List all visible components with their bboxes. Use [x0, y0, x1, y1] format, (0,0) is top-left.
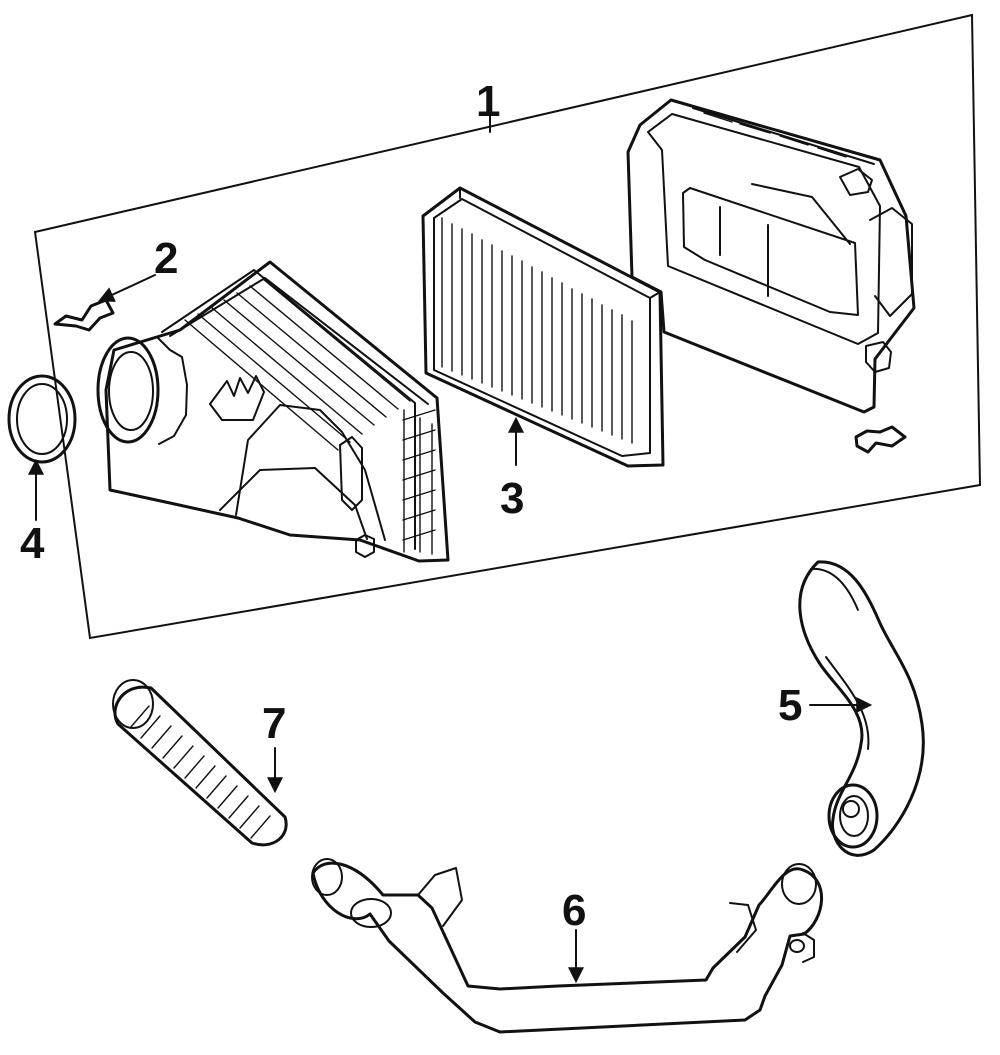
- air-filter: [421, 186, 665, 468]
- gasket-ring: [7, 374, 77, 464]
- air-cleaner-lower-housing: [626, 98, 916, 414]
- callout-3: 3: [500, 474, 524, 523]
- callout-1: 1: [476, 77, 500, 126]
- air-cleaner-intake-housing: [96, 260, 450, 563]
- callout-4: 4: [20, 519, 45, 568]
- small-clip: [854, 425, 907, 454]
- callout-2: 2: [154, 234, 178, 283]
- callout-5: 5: [778, 681, 802, 730]
- intake-hose-corrugated: [112, 679, 288, 847]
- intake-hose-upper: [798, 560, 925, 857]
- callout-7: 7: [262, 699, 286, 748]
- clip-part: [53, 298, 115, 332]
- callout-2-leader: [98, 274, 156, 302]
- callout-6: 6: [562, 886, 586, 935]
- assembly-panel-outline: [33, 13, 982, 640]
- intake-tube-lower: [311, 858, 823, 1034]
